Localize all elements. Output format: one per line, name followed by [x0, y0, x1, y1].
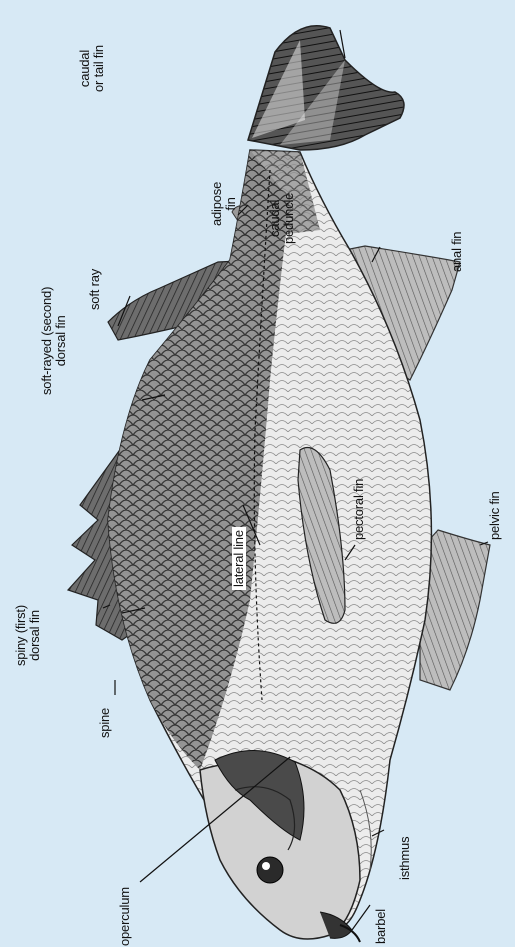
label-caudal-peduncle-line1: caudal — [268, 193, 282, 244]
label-operculum: operculum — [118, 887, 132, 946]
label-caudal-fin: caudal or tail fin — [78, 45, 106, 92]
label-spiny-dorsal-fin: spiny (first) dorsal fin — [14, 605, 42, 666]
label-caudal-fin-line2: or tail fin — [92, 45, 106, 92]
label-soft-ray: soft ray — [88, 269, 102, 310]
eye-shape — [257, 857, 283, 883]
label-lateral-line-text: lateral line — [231, 530, 246, 587]
label-spiny-dorsal-fin-line2: dorsal fin — [28, 605, 42, 666]
label-isthmus-text: isthmus — [397, 837, 412, 880]
label-soft-dorsal-fin: soft-rayed (second) dorsal fin — [40, 287, 68, 395]
label-spiny-dorsal-fin-line1: spiny (first) — [14, 605, 28, 666]
label-barbel-text: barbel — [373, 909, 388, 944]
label-soft-dorsal-fin-line2: dorsal fin — [54, 287, 68, 395]
label-soft-ray-text: soft ray — [87, 269, 102, 310]
label-pelvic-fin: pelvic fin — [488, 491, 502, 540]
label-caudal-fin-line1: caudal — [78, 45, 92, 92]
label-spine-text: spine — [97, 708, 112, 738]
label-caudal-peduncle: caudal peduncle — [268, 193, 296, 244]
label-pectoral-fin-text: pectoral fin — [351, 479, 366, 540]
label-adipose-fin-line1: adipose — [210, 182, 224, 226]
label-soft-dorsal-fin-line1: soft-rayed (second) — [40, 287, 54, 395]
label-anal-fin: anal fin — [450, 232, 464, 272]
label-pelvic-fin-text: pelvic fin — [487, 491, 502, 540]
label-anal-fin-text: anal fin — [449, 232, 464, 272]
label-adipose-fin: adipose fin — [210, 182, 238, 226]
label-barbel: barbel — [374, 909, 388, 944]
label-caudal-peduncle-line2: peduncle — [282, 193, 296, 244]
label-pectoral-fin: pectoral fin — [352, 479, 366, 540]
label-operculum-text: operculum — [117, 887, 132, 946]
label-isthmus: isthmus — [398, 837, 412, 880]
label-spine: spine — [98, 708, 112, 738]
label-lateral-line: lateral line — [232, 527, 246, 590]
label-adipose-fin-line2: fin — [224, 182, 238, 226]
